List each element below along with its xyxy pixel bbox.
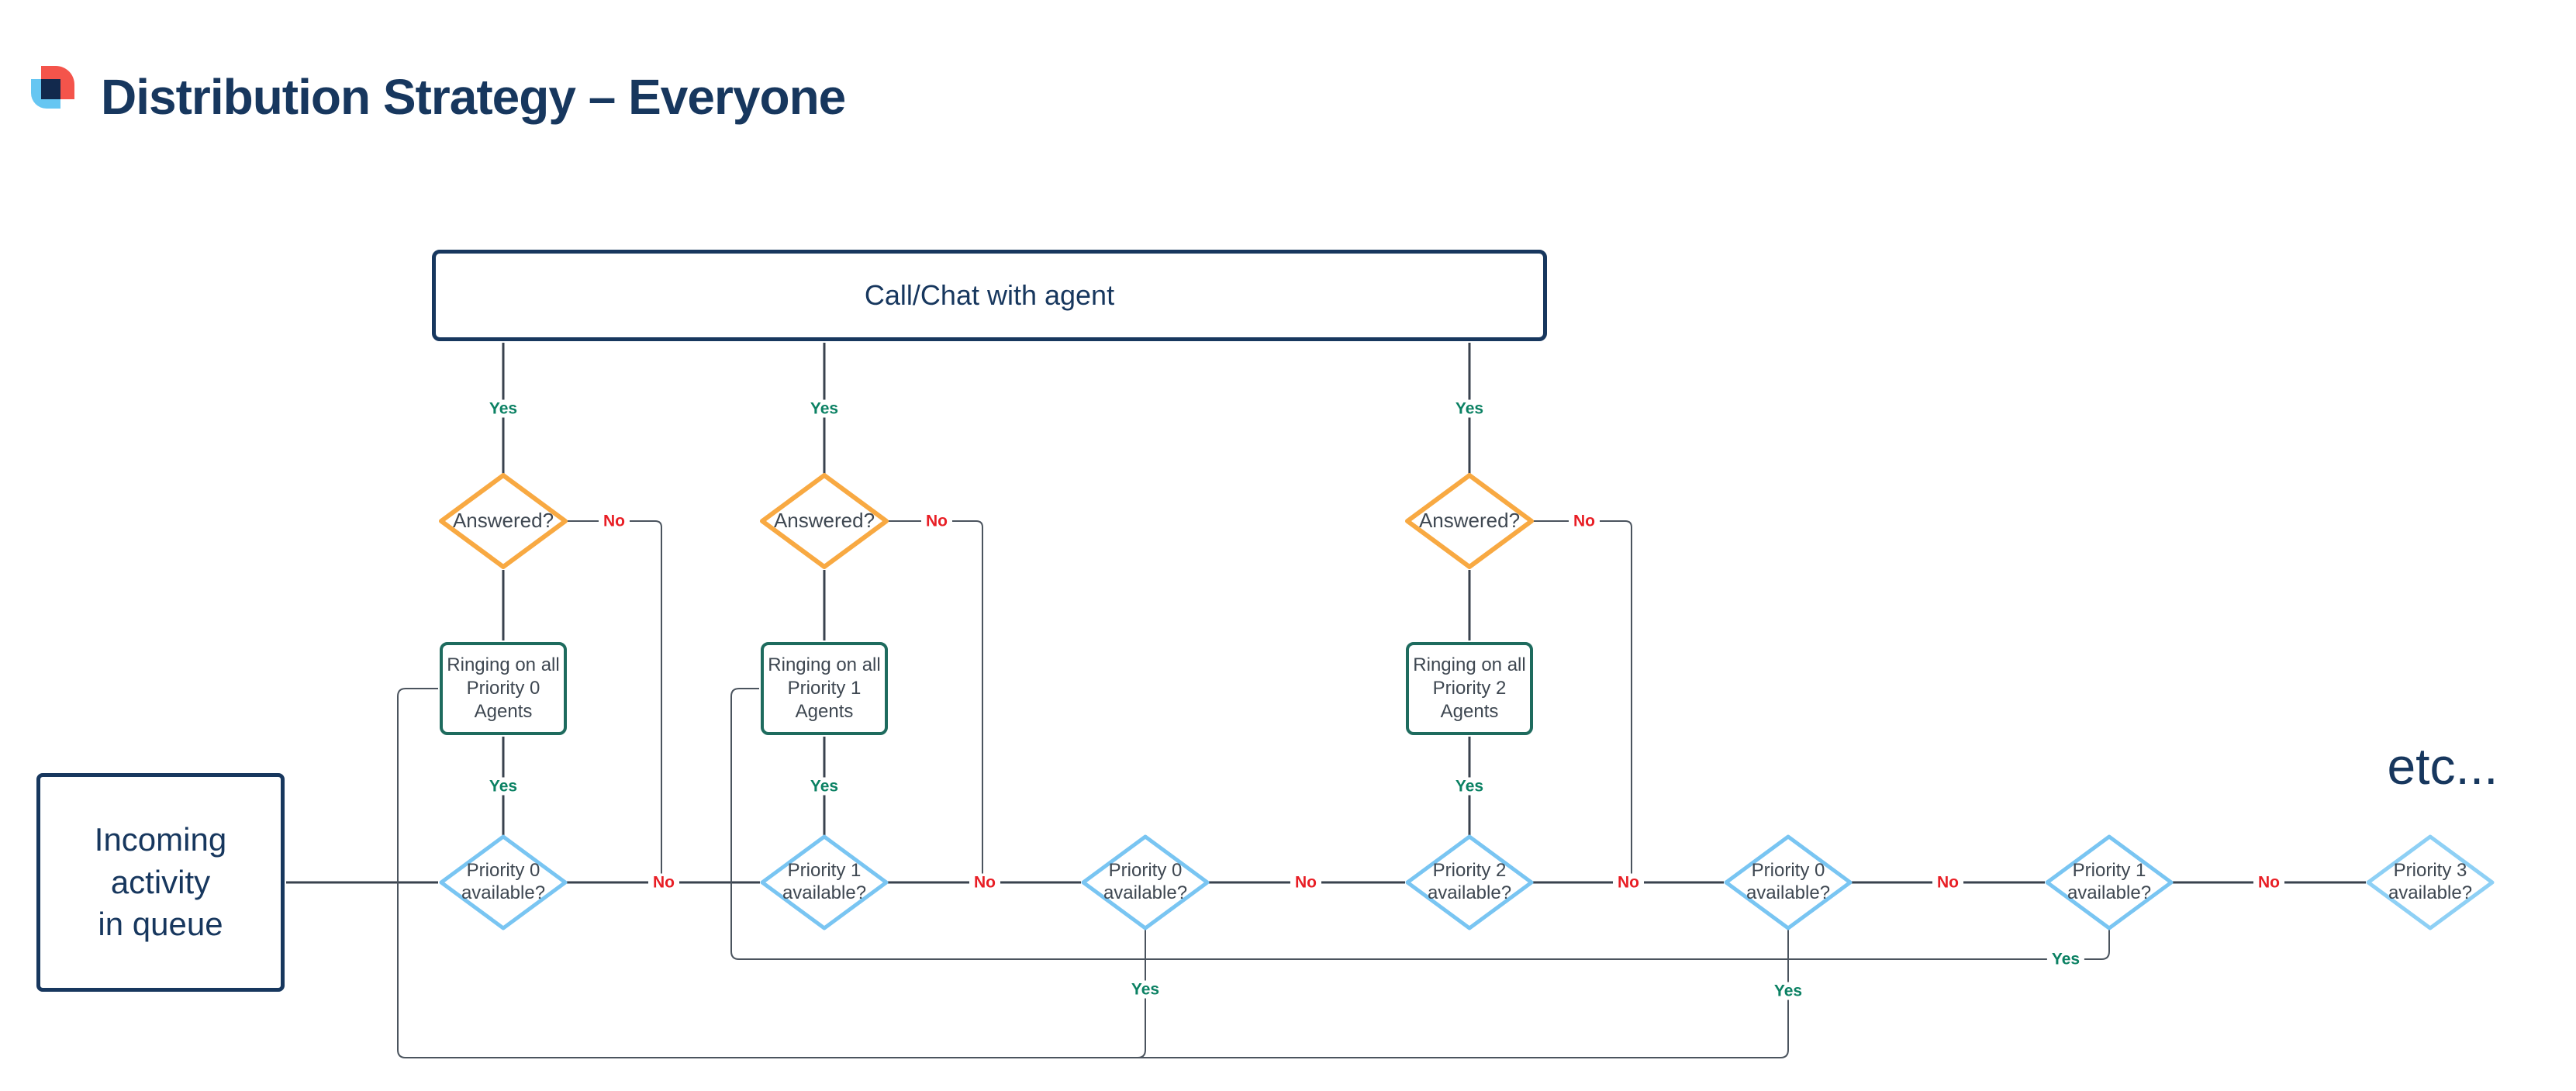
connector — [566, 520, 662, 882]
decision-priority-check-1: Priority 0 available? — [439, 834, 568, 930]
connector — [730, 688, 2110, 960]
brand-logo-icon — [31, 64, 78, 110]
edge-label-no: No — [1290, 873, 1321, 892]
main-connectors — [286, 343, 2366, 884]
edge-label-yes: Yes — [805, 777, 844, 796]
edge-label-no: No — [2253, 873, 2284, 892]
etc-label: etc... — [2387, 737, 2498, 795]
edge-label-no: No — [1613, 873, 1644, 892]
decision-label: Priority 2 available? — [1427, 860, 1512, 903]
decision-answered-1: Answered? — [439, 473, 568, 569]
decision-label: Priority 0 available? — [461, 860, 546, 903]
edge-label-yes: Yes — [2046, 950, 2085, 968]
decision-priority-check-4: Priority 2 available? — [1405, 834, 1534, 930]
decision-label: Answered? — [452, 509, 554, 533]
edge-label-yes: Yes — [484, 777, 523, 796]
connector — [1532, 520, 1632, 882]
decision-answered-3: Answered? — [1405, 473, 1534, 569]
loop-connectors — [397, 520, 2110, 1058]
decision-label: Priority 1 available? — [782, 860, 867, 903]
edge-label-no: No — [1569, 512, 1600, 530]
decision-label: Priority 0 available? — [1103, 860, 1188, 903]
edge-label-yes: Yes — [805, 399, 844, 418]
decision-label: Priority 3 available? — [2388, 860, 2473, 903]
edge-label-yes: Yes — [1450, 777, 1489, 796]
edge-label-no: No — [599, 512, 630, 530]
decision-label: Priority 1 available? — [2067, 860, 2152, 903]
decision-priority-check-5: Priority 0 available? — [1724, 834, 1853, 930]
process-ringing-priority-1: Ringing on all Priority 1 Agents — [761, 642, 888, 735]
edge-label-no: No — [1932, 873, 1963, 892]
edge-label-no: No — [921, 512, 952, 530]
process-ringing-priority-0: Ringing on all Priority 0 Agents — [440, 642, 567, 735]
edge-label-no: No — [969, 873, 1000, 892]
edge-label-no: No — [648, 873, 679, 892]
edge-label-yes: Yes — [1126, 980, 1165, 999]
decision-label: Answered? — [773, 509, 875, 533]
terminator-call-chat: Call/Chat with agent — [432, 250, 1547, 341]
start-incoming-activity: Incoming activity in queue — [36, 773, 285, 992]
decision-priority-check-6: Priority 1 available? — [2045, 834, 2174, 930]
decision-priority-check-7: Priority 3 available? — [2366, 834, 2495, 930]
decision-priority-check-3: Priority 0 available? — [1081, 834, 1210, 930]
diagram-title: Distribution Strategy – Everyone — [101, 69, 846, 125]
connector — [887, 520, 983, 882]
decision-label: Answered? — [1418, 509, 1521, 533]
decision-label: Priority 0 available? — [1746, 860, 1831, 903]
decision-answered-2: Answered? — [760, 473, 889, 569]
logo-core-shape — [41, 79, 60, 99]
decision-priority-check-2: Priority 1 available? — [760, 834, 889, 930]
connector — [1137, 930, 1146, 1058]
edge-label-yes: Yes — [1450, 399, 1489, 418]
edge-label-yes: Yes — [1769, 982, 1808, 1000]
edge-label-yes: Yes — [484, 399, 523, 418]
connector — [397, 688, 1789, 1058]
process-ringing-priority-2: Ringing on all Priority 2 Agents — [1406, 642, 1533, 735]
